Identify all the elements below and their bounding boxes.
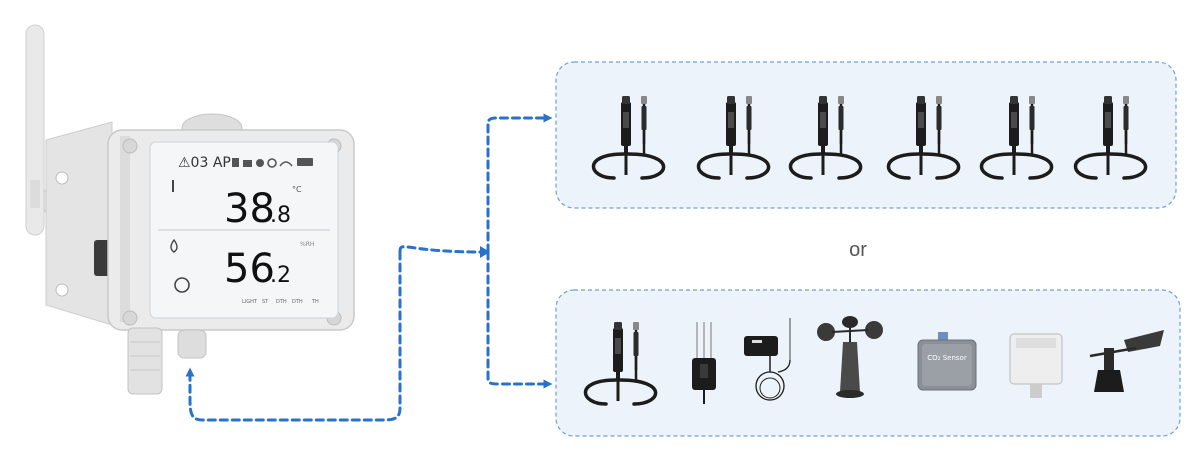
co2-sensor-label: CO₂ Sensor — [927, 354, 967, 362]
temperature-value: 38 — [224, 186, 275, 232]
svg-text:TH: TH — [311, 299, 319, 305]
or-label: or — [849, 239, 867, 261]
temperature-probe-transmitter-icon — [744, 318, 791, 401]
atmospheric-pressure-sensor-icon — [1009, 333, 1063, 398]
svg-text:ST: ST — [262, 299, 269, 305]
co2-sensor-icon: CO₂ Sensor — [917, 332, 977, 391]
bottom-sensor-panel: CO₂ Sensor — [555, 289, 1181, 437]
alarm-indicator: ⚠03 AP — [178, 155, 231, 171]
humidity-probe — [127, 327, 163, 395]
humidity-unit: %RH — [300, 241, 314, 248]
data-logger-device: ⚠03 AP 38 .8 °C 56 .2 %RH LIGHT ST DTH D… — [25, 24, 355, 395]
connector-to-device — [190, 245, 482, 422]
humidity-decimal: .2 — [270, 263, 291, 288]
thermometer-icon — [172, 180, 174, 192]
connector-to-top-panel — [486, 113, 553, 254]
cable-gland — [177, 329, 207, 359]
svg-text:DTH: DTH — [292, 299, 303, 305]
junction-arrow-icon — [480, 246, 490, 258]
humidity-icon — [170, 238, 178, 253]
anemometer-icon — [817, 316, 883, 398]
wind-vane-icon — [1089, 330, 1164, 392]
connector-to-bottom-panel — [486, 250, 553, 389]
connector-lines — [190, 113, 553, 422]
lcd-status-labels: LIGHT ST DTH DTH TH — [242, 299, 319, 305]
soil-moisture-sensor-icon — [692, 322, 716, 404]
top-sensor-panel — [555, 61, 1177, 209]
svg-text:DTH: DTH — [276, 299, 287, 305]
battery-icon — [297, 158, 313, 166]
temperature-unit: °C — [292, 185, 302, 194]
temperature-decimal: .8 — [270, 203, 291, 228]
humidity-value: 56 — [224, 246, 275, 292]
status-icons — [232, 158, 313, 168]
svg-text:LIGHT: LIGHT — [242, 299, 258, 305]
power-icon — [174, 277, 190, 293]
